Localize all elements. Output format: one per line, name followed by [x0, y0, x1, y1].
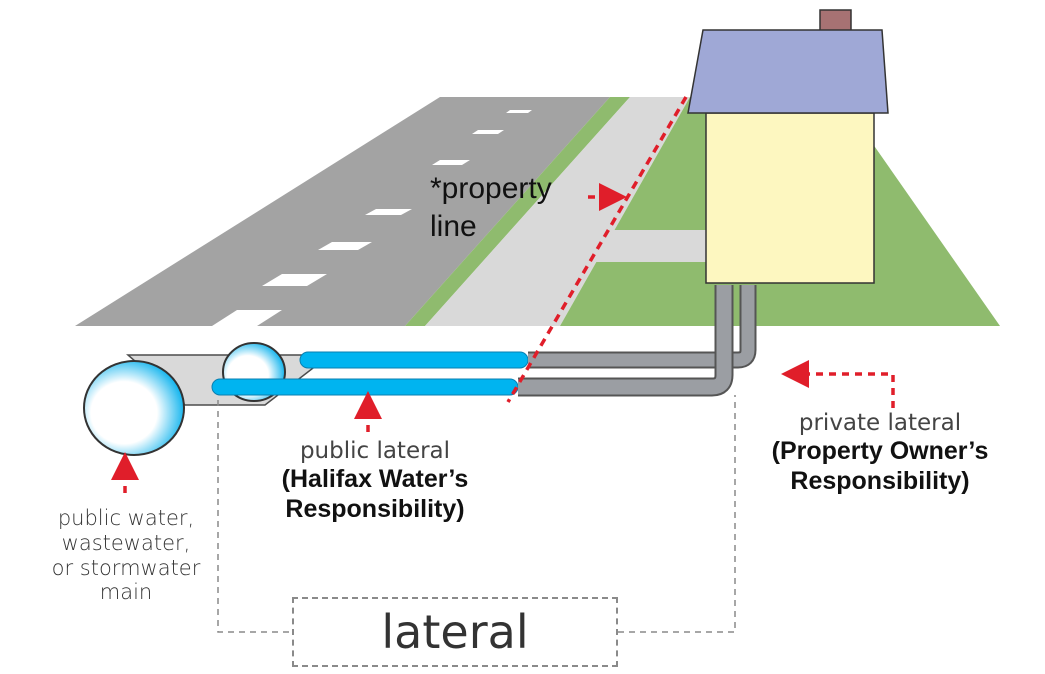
- house-wall: [705, 112, 875, 284]
- lateral-bracket: [217, 395, 736, 633]
- driveway: [582, 230, 706, 262]
- public-lateral-label: public lateral (Halifax Water’s Responsi…: [240, 438, 510, 524]
- private-lateral-text: private lateral: [798, 410, 962, 436]
- grass-strip: [405, 97, 630, 326]
- main-label-line-3: or stormwater: [51, 555, 201, 580]
- main-label: public water, wastewater, or stormwater …: [36, 506, 216, 605]
- lateral-label: lateral: [292, 597, 618, 667]
- public-owner-text-2: Responsibility): [285, 494, 465, 523]
- private-lateral-label: private lateral (Property Owner’s Respon…: [745, 410, 1015, 496]
- public-lateral-lower: [211, 378, 519, 396]
- public-lateral-text: public lateral: [299, 438, 451, 464]
- public-owner-text-1: (Halifax Water’s: [281, 465, 469, 494]
- main-pipe-end: [83, 360, 185, 456]
- pipes: [83, 285, 757, 456]
- roof: [687, 29, 889, 114]
- private-lateral-arrow: [781, 360, 895, 408]
- road: [75, 97, 610, 326]
- property-line-label: *property line: [430, 170, 552, 245]
- property-line-text-2: line: [430, 209, 477, 243]
- main-label-line-1: public water,: [57, 506, 195, 530]
- private-owner-text-2: Responsibility): [790, 466, 970, 495]
- property-line: [506, 96, 688, 403]
- sidewalk: [425, 97, 690, 326]
- private-owner-text-1: (Property Owner’s: [771, 437, 989, 466]
- house-icon: [687, 9, 889, 284]
- main-label-line-4: main: [99, 580, 153, 605]
- property-line-text-1: *property: [430, 172, 552, 205]
- arrows: [111, 183, 895, 493]
- public-lateral-upper: [299, 351, 529, 369]
- main-label-line-2: wastewater,: [61, 530, 191, 555]
- lane-markings: [212, 110, 532, 326]
